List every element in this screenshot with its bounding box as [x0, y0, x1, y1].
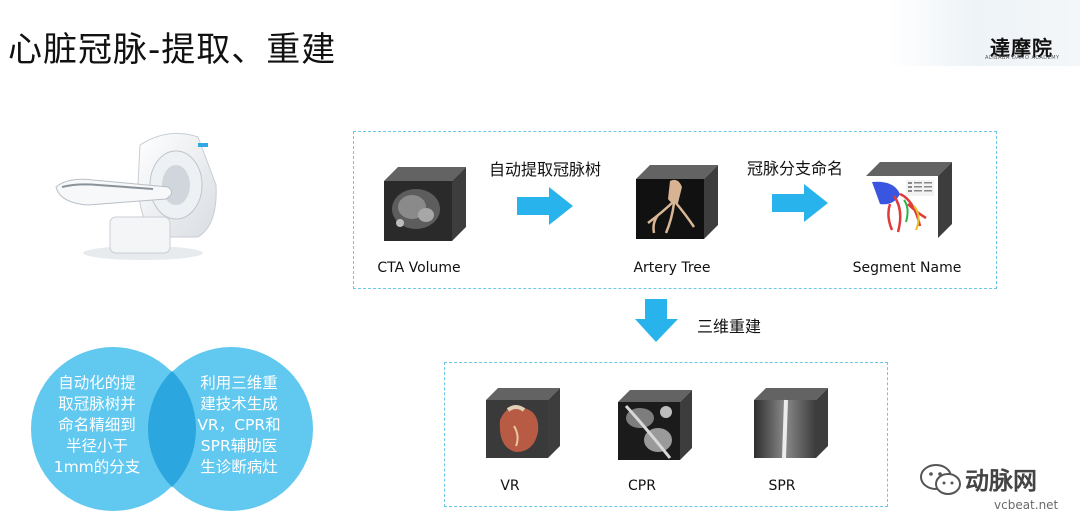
- wechat-icon: [920, 464, 961, 495]
- arrow-label: 冠脉分支命名: [747, 159, 844, 178]
- logo: 達摩院: [990, 36, 1053, 60]
- output-label: CPR: [628, 478, 656, 494]
- artery-tree-cube: [636, 165, 718, 239]
- extraction-pipeline-box: [353, 131, 997, 289]
- right-arrow-icon: [772, 184, 828, 222]
- logo-banner: [888, 0, 1080, 66]
- output-label: SPR: [768, 478, 796, 494]
- right-arrow-icon: [517, 187, 573, 225]
- watermark-url: vcbeat.net: [994, 498, 1059, 512]
- down-arrow-icon: [635, 299, 678, 342]
- spr-cube: [754, 388, 828, 459]
- page-title: 心脏冠脉-提取、重建: [8, 30, 337, 70]
- arrow-label: 自动提取冠脉树: [489, 160, 602, 179]
- vr-cube: [486, 388, 560, 458]
- cta-volume-cube: [384, 167, 466, 241]
- node-label: Segment Name: [852, 260, 962, 276]
- output-label: VR: [500, 478, 520, 494]
- down-arrow-label: 三维重建: [697, 317, 762, 336]
- cpr-cube: [618, 390, 692, 460]
- segment-name-cube: [866, 162, 952, 238]
- reconstruction-output-box: [444, 362, 888, 507]
- node-label: CTA Volume: [377, 260, 461, 276]
- node-label: Artery Tree: [633, 260, 711, 276]
- logo-subtext: ALIBABA DAMO ACADEMY: [985, 55, 1060, 61]
- venn-diagram: [31, 347, 313, 511]
- watermark-name: 动脉网: [965, 467, 1037, 495]
- venn-right-text: 利用三维重 建技术生成 VR，CPR和 SPR辅助医 生诊断病灶: [197, 374, 281, 476]
- ct-scanner-image: [55, 132, 217, 260]
- venn-left-text: 自动化的提 取冠脉树并 命名精细到 半径小于 1mm的分支: [53, 374, 141, 476]
